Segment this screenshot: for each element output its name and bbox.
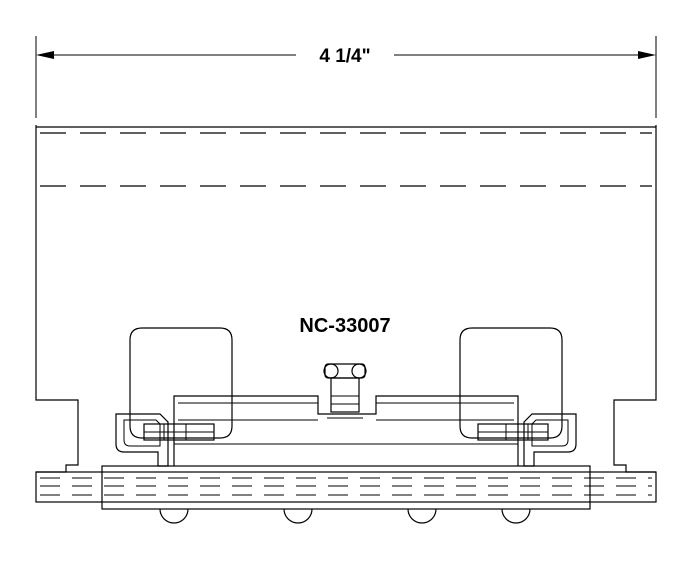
kingpin-knob-left [323,363,339,379]
dimension-arrow-left [36,51,54,59]
kingpin [323,363,367,419]
bolster-outline [173,395,519,466]
bracket-left [115,413,215,467]
bracket-right [477,413,577,467]
width-dimension: 4 1/4" [35,36,657,118]
body-right-side [613,125,657,473]
base-strip [35,471,657,503]
width-dimension-label: 4 1/4" [319,46,370,67]
wheel-2 [283,508,313,524]
kingpin-knob-right [351,363,367,379]
bracket-right-outline [523,413,577,467]
truck-frame-left [129,327,233,439]
dimension-arrow-right [638,51,656,59]
wheel-1 [159,508,189,524]
wheels [159,508,531,524]
truck-sideframe-left [129,327,233,439]
bracket-left-inner [123,419,161,447]
kingpin-bar [324,363,366,379]
truck-frame-right [459,327,563,439]
base-track [35,465,657,510]
base-rail [101,465,591,510]
bracket-right-inner [531,419,569,447]
bracket-left-outline [115,413,169,467]
bolster [173,395,519,466]
kingpin-body [330,377,360,413]
wheel-3 [407,508,437,524]
wheel-4 [501,508,531,524]
part-number-label: NC-33007 [299,315,390,337]
truck-sideframe-right [459,327,563,439]
car-body [35,125,657,473]
body-left-side [35,125,79,473]
